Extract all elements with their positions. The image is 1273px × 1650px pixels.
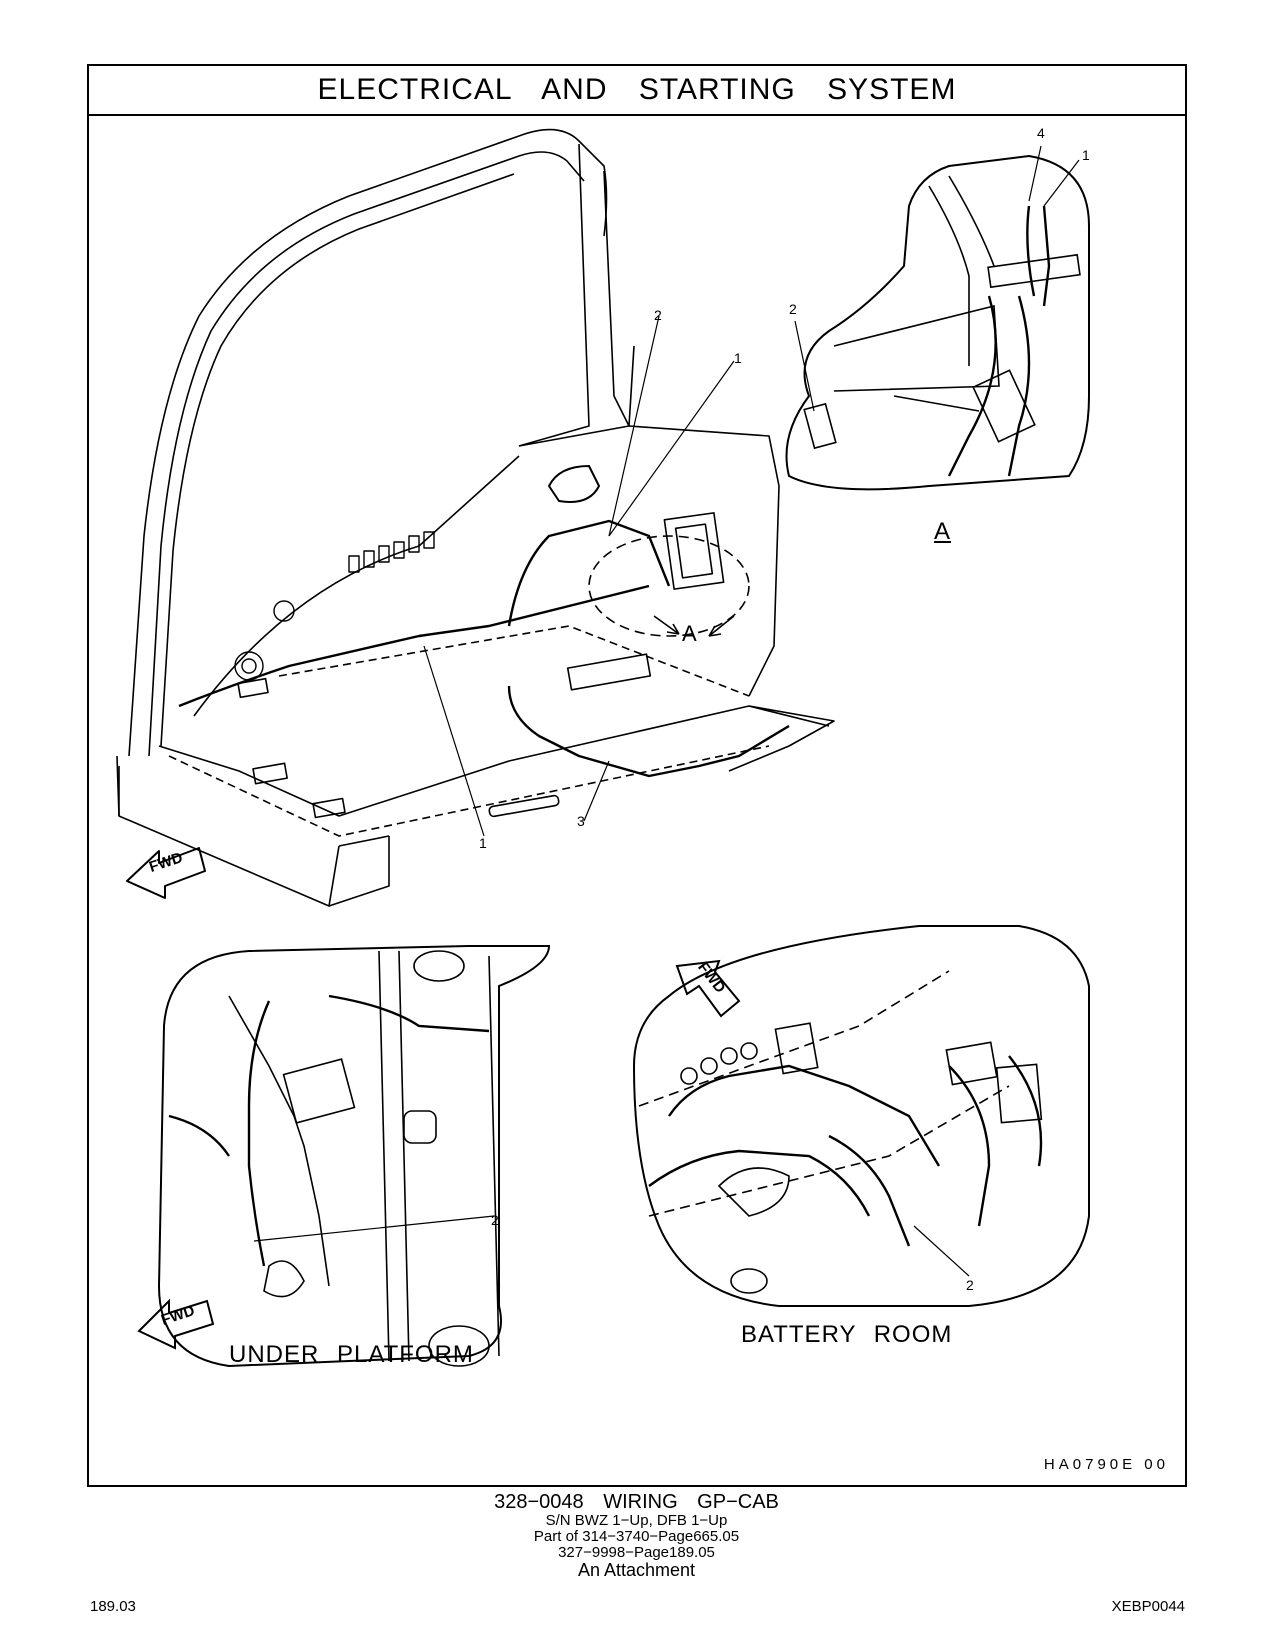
illustration bbox=[116, 128, 1090, 1368]
caption: 328−0048 WIRING GP−CAB S/N BWZ 1−Up, DFB… bbox=[0, 1491, 1273, 1580]
drawing-code: HA0790E 00 bbox=[1043, 1456, 1169, 1473]
callout-2-under-platform: 2 bbox=[491, 1212, 499, 1228]
page-title: ELECTRICAL AND STARTING SYSTEM bbox=[317, 73, 957, 106]
view-marker-a: A bbox=[682, 621, 698, 646]
detail-a-title: A bbox=[934, 518, 952, 545]
callout-2-battery-room: 2 bbox=[966, 1277, 974, 1293]
callout-2-main: 2 bbox=[654, 307, 662, 323]
cab-main-illustration bbox=[116, 128, 835, 907]
caption-serial: S/N BWZ 1−Up, DFB 1−Up bbox=[545, 1512, 728, 1529]
callout-1-floor: 1 bbox=[479, 835, 487, 851]
caption-part-of: Part of 314−3740−Page665.05 bbox=[533, 1528, 740, 1545]
page-number: 189.03 bbox=[90, 1598, 136, 1615]
callout-2-detail-a: 2 bbox=[789, 301, 797, 317]
under-platform-title: UNDER PLATFORM bbox=[229, 1341, 474, 1368]
caption-part-name: 328−0048 WIRING GP−CAB bbox=[494, 1491, 779, 1513]
callout-4-detail-a: 4 bbox=[1037, 125, 1045, 141]
detail-a-illustration bbox=[785, 145, 1090, 491]
caption-attachment: An Attachment bbox=[577, 1560, 696, 1580]
document-id: XEBP0044 bbox=[1111, 1598, 1185, 1615]
callout-3-main: 3 bbox=[577, 813, 585, 829]
title-bar: ELECTRICAL AND STARTING SYSTEM bbox=[89, 66, 1185, 116]
callout-1-top: 1 bbox=[734, 350, 742, 366]
callout-1-detail-a: 1 bbox=[1082, 147, 1090, 163]
battery-room-illustration bbox=[632, 925, 1090, 1307]
under-platform-illustration bbox=[137, 945, 551, 1368]
caption-ref: 327−9998−Page189.05 bbox=[558, 1544, 715, 1561]
drawing-frame: ELECTRICAL AND STARTING SYSTEM bbox=[87, 64, 1187, 1487]
battery-room-title: BATTERY ROOM bbox=[741, 1321, 953, 1348]
